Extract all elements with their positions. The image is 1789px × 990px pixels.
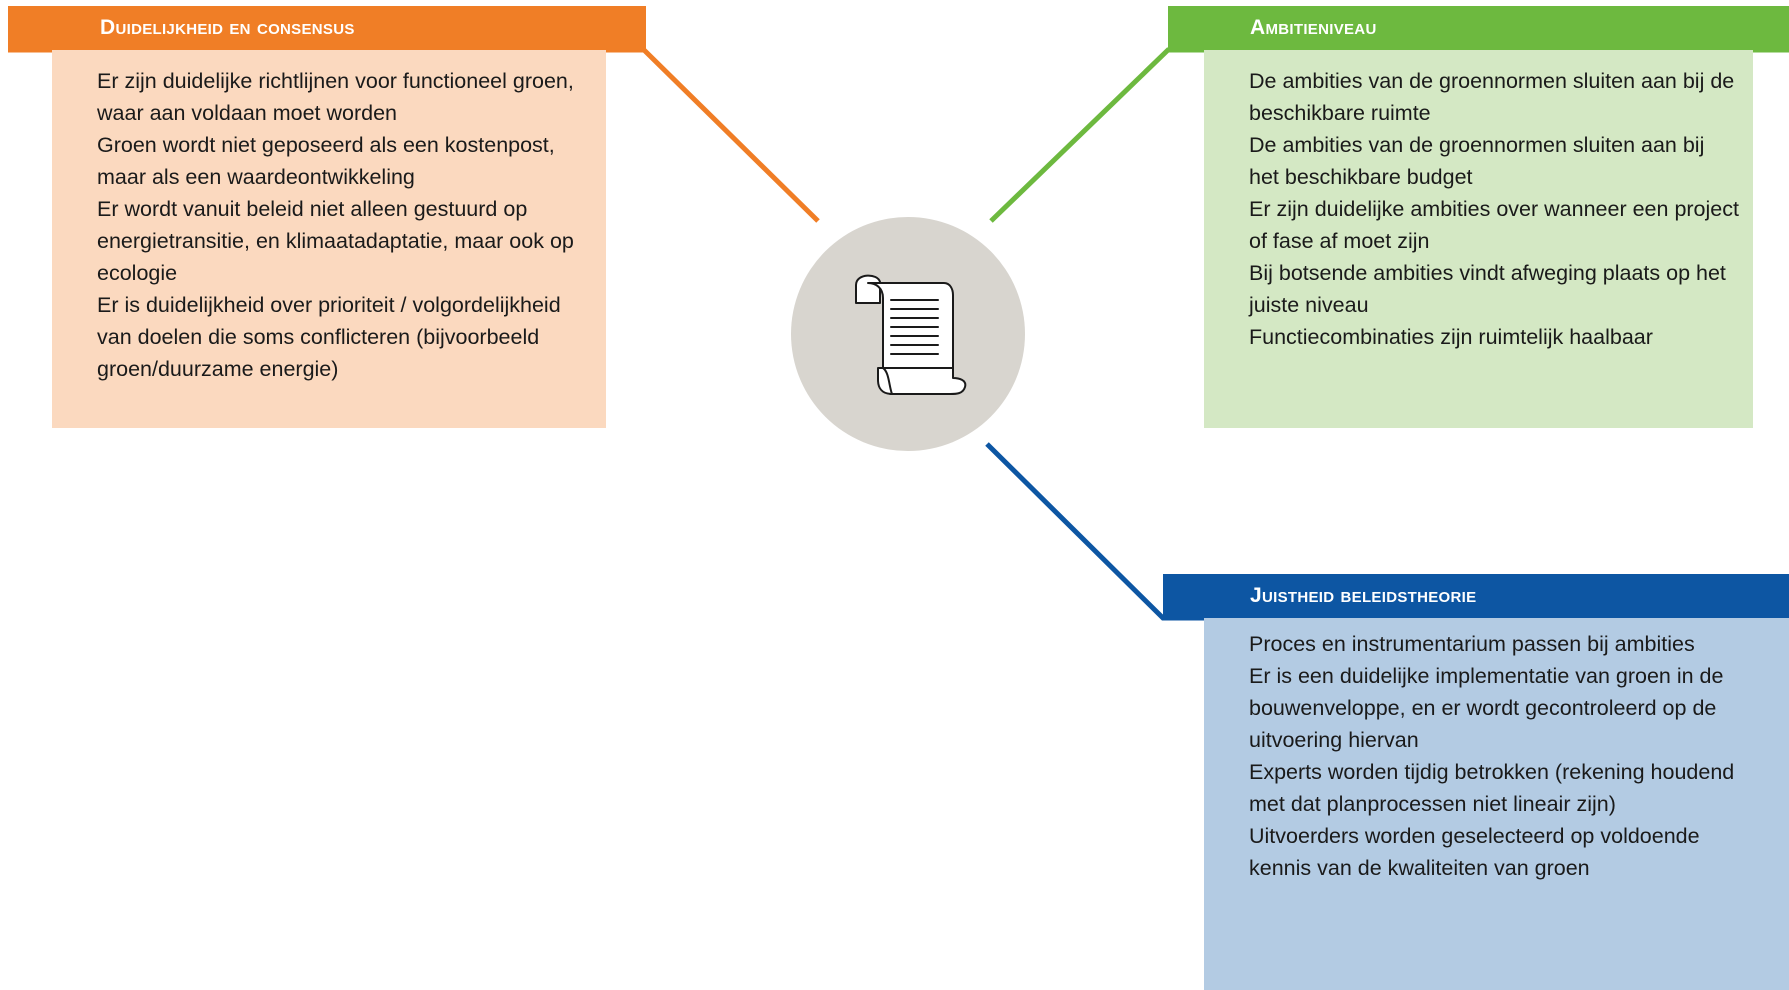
list-item: Er zijn duidelijke richtlijnen voor func… [97, 69, 574, 125]
center-circle [791, 217, 1025, 451]
list-item: De ambities van de groennormen sluiten a… [1249, 133, 1705, 189]
list-item: Er is een duidelijke implementatie van g… [1249, 664, 1724, 752]
duidelijkheid-title: Duidelijkheid en consensus [100, 16, 355, 39]
list-item: Er zijn duidelijke ambities over wanneer… [1249, 197, 1739, 253]
juistheid-list: Proces en instrumentarium passen bij amb… [1249, 628, 1739, 884]
list-item: Er is duidelijkheid over prioriteit / vo… [97, 293, 561, 381]
list-item: Proces en instrumentarium passen bij amb… [1249, 632, 1695, 656]
juistheid-content-box: Proces en instrumentarium passen bij amb… [1204, 618, 1789, 990]
list-item: Er wordt vanuit beleid niet alleen gestu… [97, 197, 574, 285]
list-item: De ambities van de groennormen sluiten a… [1249, 69, 1735, 125]
juistheid-title: Juistheid beleidstheorie [1250, 584, 1477, 607]
scroll-document-icon [855, 274, 967, 395]
duidelijkheid-list: Er zijn duidelijke richtlijnen voor func… [97, 65, 597, 385]
juistheid-header: Juistheid beleidstheorie [1163, 574, 1789, 618]
ambitieniveau-content-box: De ambities van de groennormen sluiten a… [1204, 50, 1753, 428]
ambitieniveau-title: Ambitieniveau [1250, 16, 1377, 39]
list-item: Uitvoerders worden geselecteerd op voldo… [1249, 824, 1700, 880]
ambitieniveau-header: Ambitieniveau [1168, 6, 1789, 50]
list-item: Bij botsende ambities vindt afweging pla… [1249, 261, 1726, 317]
list-item: Functiecombinaties zijn ruimtelijk haalb… [1249, 325, 1653, 349]
duidelijkheid-content-box: Er zijn duidelijke richtlijnen voor func… [52, 50, 606, 428]
ambitieniveau-list: De ambities van de groennormen sluiten a… [1249, 65, 1739, 353]
duidelijkheid-header: Duidelijkheid en consensus [8, 6, 646, 50]
list-item: Experts worden tijdig betrokken (rekenin… [1249, 760, 1735, 816]
list-item: Groen wordt niet geposeerd als een koste… [97, 133, 555, 189]
